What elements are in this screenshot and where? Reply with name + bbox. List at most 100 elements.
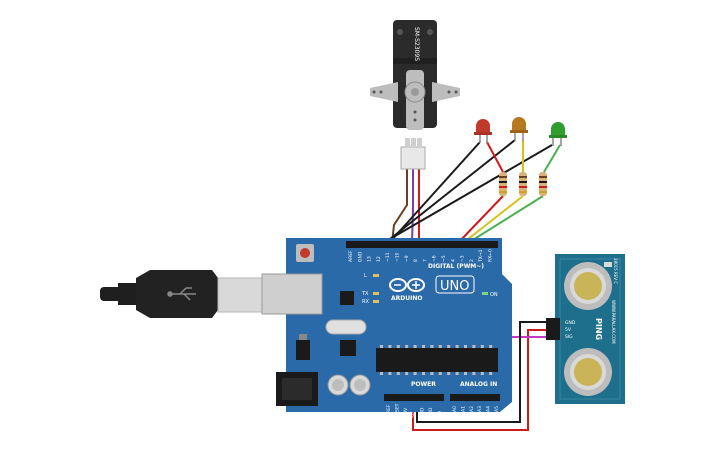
chip-pin	[422, 345, 425, 348]
chip-pin	[396, 345, 400, 348]
led-red-body	[476, 119, 490, 132]
pin-label: Vin	[436, 411, 442, 418]
pin-label: 8	[413, 259, 419, 262]
pin-label: 7	[422, 259, 428, 262]
pin-label: AREF	[348, 250, 354, 262]
led-red[interactable]	[474, 119, 492, 143]
regulator-tab	[299, 334, 307, 340]
chip-pin	[405, 345, 409, 348]
pin-label: A3	[477, 406, 483, 412]
analog-label: ANALOG IN	[460, 381, 497, 388]
resistor-1[interactable]	[499, 172, 507, 196]
resistor-band	[499, 191, 507, 193]
chip-pin	[464, 345, 467, 348]
led-tx-indicator	[373, 292, 379, 295]
small-chip	[340, 340, 356, 356]
led-yellow-body	[512, 117, 526, 130]
servo-seam	[393, 58, 437, 64]
ping-header	[546, 318, 560, 340]
chip-pin	[405, 372, 409, 375]
led-rx-indicator	[373, 300, 379, 303]
analog-header	[450, 394, 500, 401]
chip-pin	[472, 372, 476, 375]
pin-label: ~6	[432, 255, 438, 262]
resistor-2[interactable]	[519, 172, 527, 196]
horn-hole	[413, 110, 417, 114]
chip-pin	[489, 345, 493, 348]
servo-motor[interactable]: SM-S2309S	[370, 20, 460, 170]
capacitor-top	[354, 379, 366, 391]
resistor-3[interactable]	[539, 172, 547, 196]
on-label: ON	[490, 292, 498, 298]
resistor-band	[519, 191, 527, 193]
pin-label: ~3	[460, 255, 466, 262]
chip-pin	[413, 372, 417, 375]
uno-badge	[435, 275, 475, 294]
led-green-body	[551, 122, 565, 135]
model-label: UNO	[440, 279, 469, 294]
resistor-band	[519, 176, 527, 178]
tx-label: TX	[361, 291, 369, 297]
horn-hole	[447, 90, 451, 94]
atmega-chip	[376, 348, 498, 372]
transducer-mesh	[574, 272, 602, 300]
pin-label: RX←0	[488, 249, 494, 262]
connector-pin	[417, 138, 422, 148]
resistor-band	[539, 186, 547, 188]
pin-label: ~11	[385, 252, 391, 262]
chip-pin	[438, 372, 442, 375]
servo-horn-left	[370, 82, 398, 102]
chip-pin	[464, 372, 467, 375]
ping-pin-5v: 5V	[565, 327, 572, 333]
led-yellow-rim	[510, 130, 528, 133]
voltage-regulator	[296, 340, 310, 360]
resistor-band	[539, 176, 547, 178]
usb-cable[interactable]	[100, 270, 265, 318]
l-label: L	[364, 273, 367, 279]
led-green[interactable]	[549, 122, 567, 146]
pin-label: A4	[486, 406, 492, 412]
wire-led1-sig	[457, 141, 504, 244]
pin-label: ~10	[395, 252, 401, 262]
resistor-band	[499, 181, 507, 183]
connector-pin	[405, 138, 410, 148]
chip-pin	[489, 372, 493, 375]
reset-button-cap	[300, 248, 310, 258]
mount-hole	[397, 29, 403, 35]
chip-pin	[455, 372, 459, 375]
digital-label: DIGITAL (PWM~)	[428, 263, 484, 270]
usb-b-port	[261, 273, 323, 315]
power-header	[384, 394, 444, 401]
chip-pin	[430, 345, 434, 348]
pin-label: ~9	[404, 255, 410, 262]
ping-url: WWW.PARALLAX.COM	[611, 300, 616, 344]
chip-pin	[430, 372, 434, 375]
pin-label: 13	[367, 256, 373, 262]
wire-led3-sig	[467, 144, 561, 244]
ping-led	[604, 262, 612, 267]
horn-hole	[379, 90, 383, 94]
pin-label: TX→1	[478, 249, 484, 263]
horn-hole	[372, 90, 376, 94]
capacitor-top	[332, 379, 344, 391]
usb-cable-ring	[118, 283, 136, 305]
rx-label: RX	[362, 299, 369, 305]
led-yellow[interactable]	[510, 117, 528, 141]
pin-label: 12	[376, 256, 382, 262]
usb-icon	[167, 287, 196, 301]
wire-ping-gnd	[416, 321, 548, 423]
ping-sensor[interactable]: GND 5V SIG PING WWW.PARALLAX.COM 28015 R…	[546, 254, 625, 404]
wire-servo-brown	[391, 168, 408, 244]
wire-led2-sig	[462, 140, 524, 244]
ping-pin-gnd: GND	[565, 320, 576, 326]
power-label: POWER	[411, 381, 436, 388]
pin-label: A2	[469, 406, 475, 412]
chip-pin	[447, 345, 451, 348]
chip-pin	[438, 345, 442, 348]
resistor-band	[539, 191, 547, 193]
pin-label: RESET	[394, 403, 400, 418]
chip-pin	[388, 372, 392, 375]
